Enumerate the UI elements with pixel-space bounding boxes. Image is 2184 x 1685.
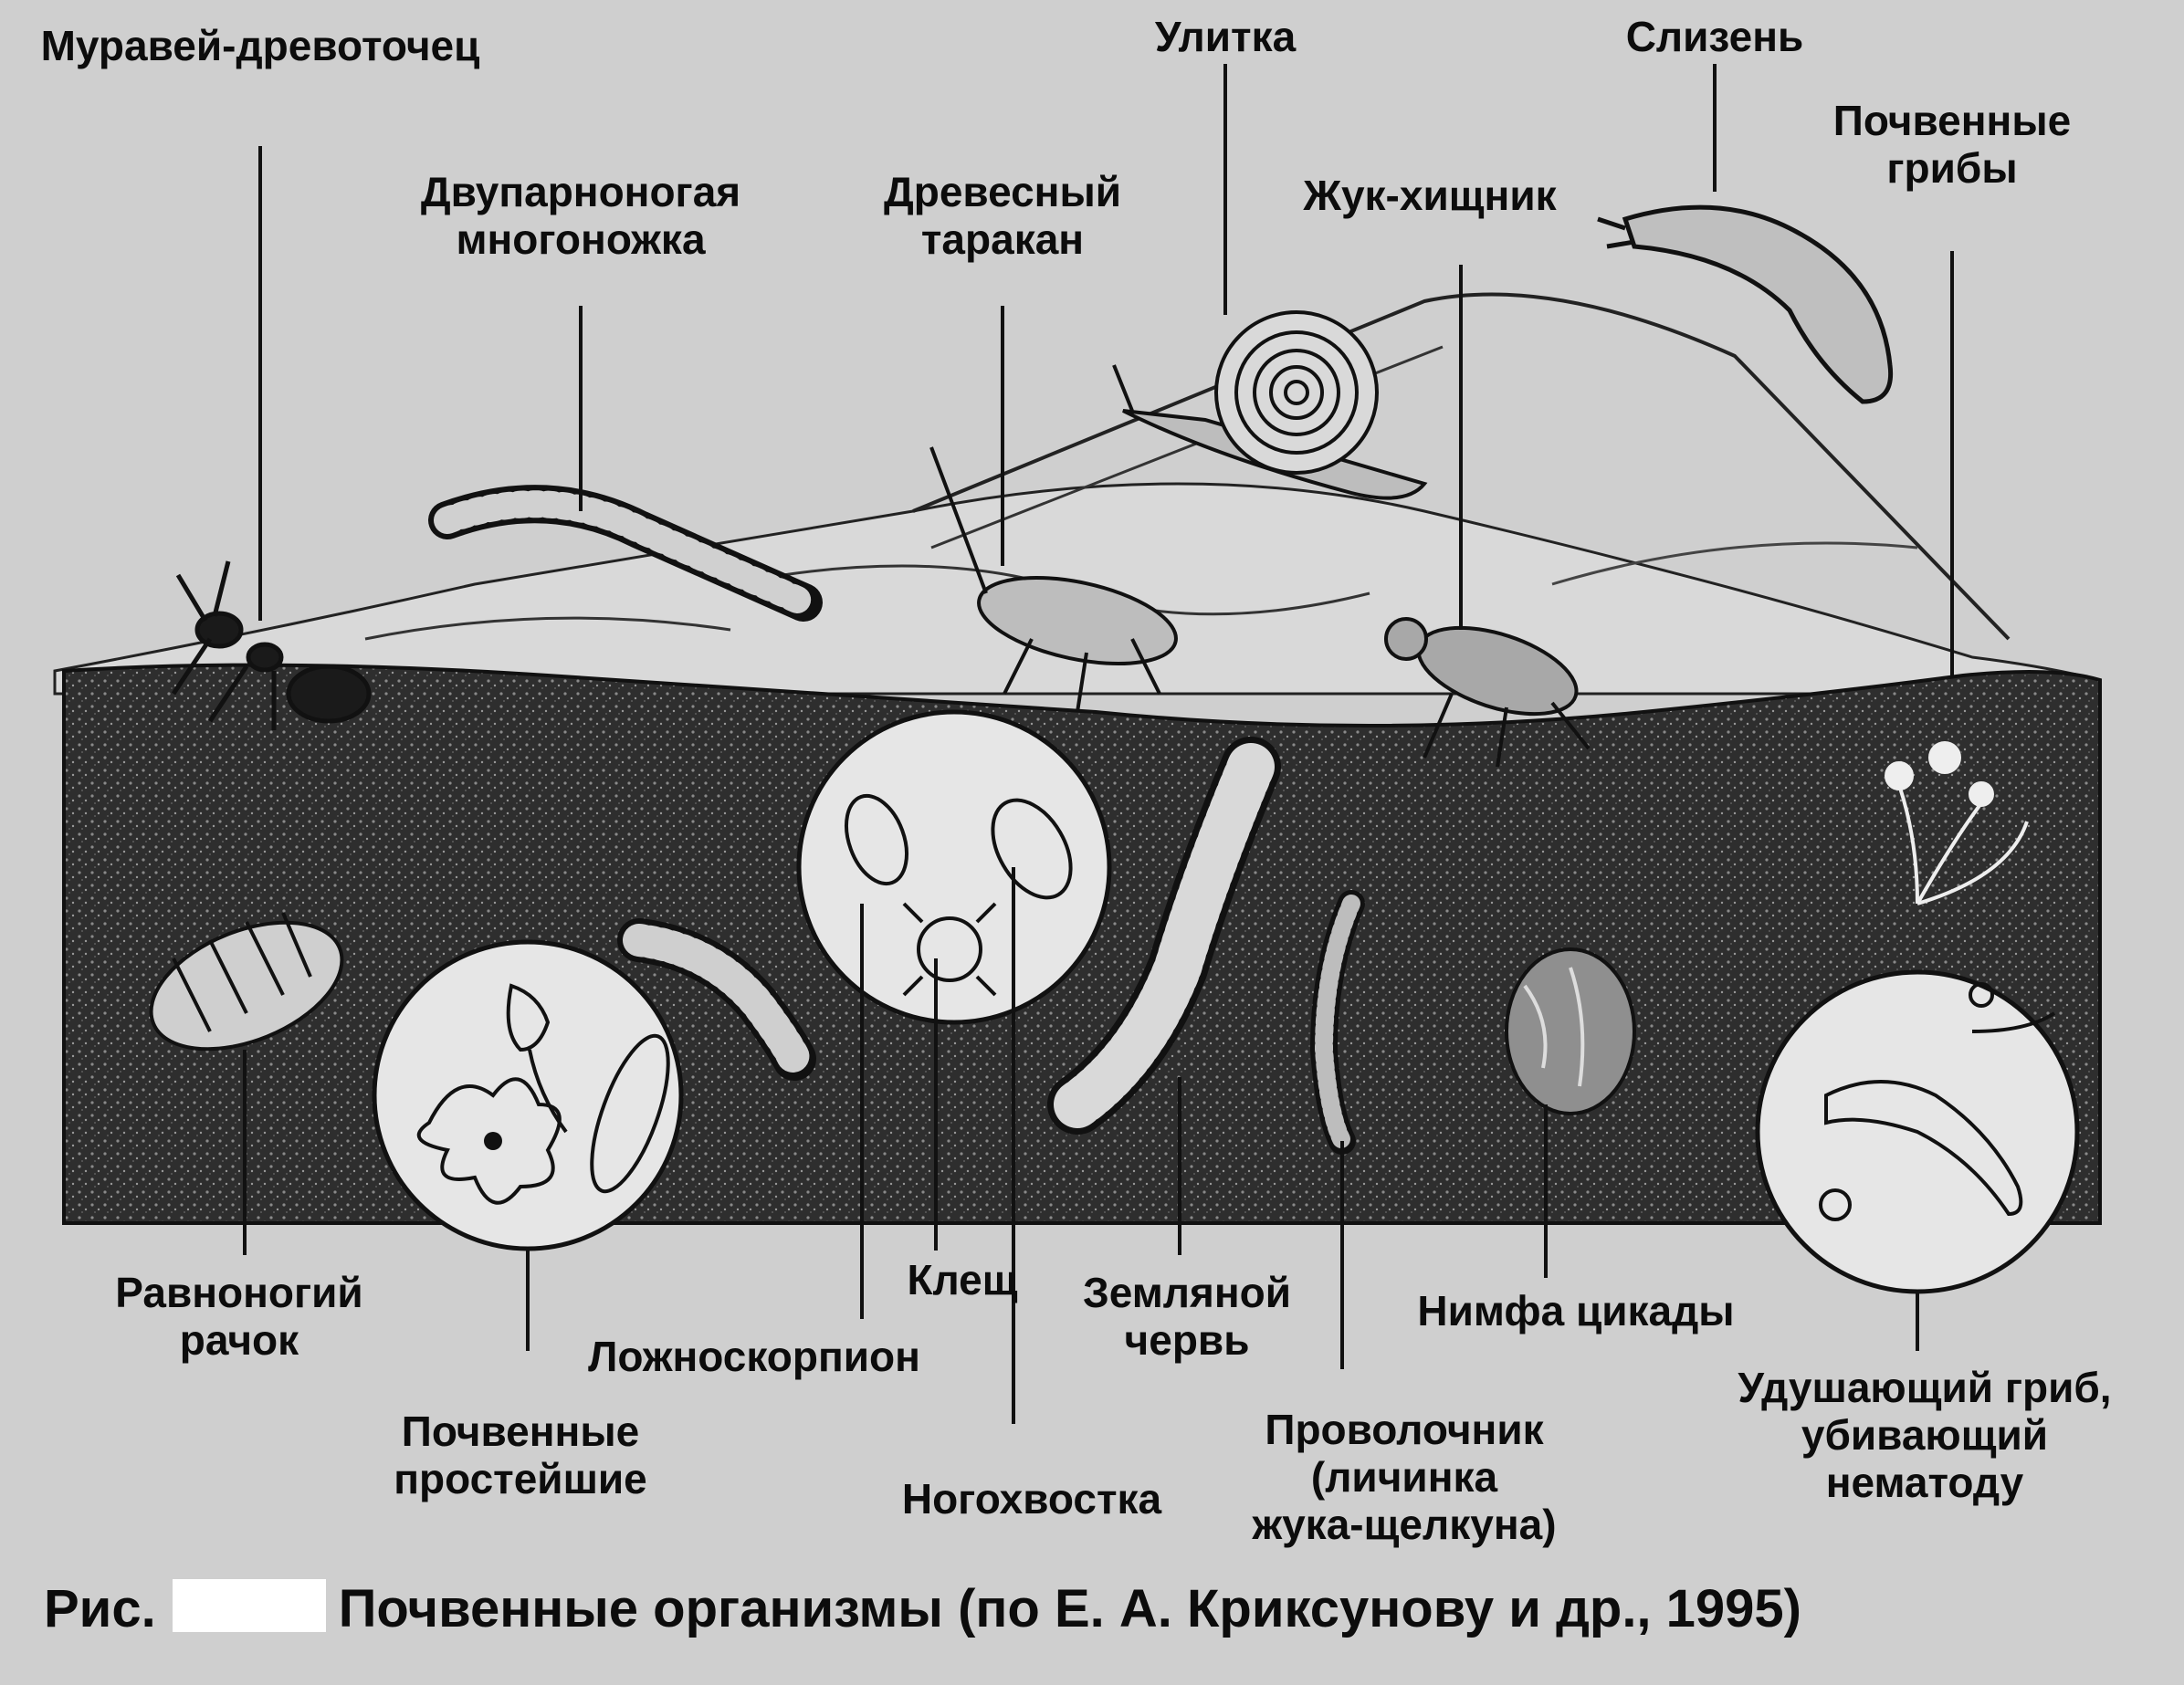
springtail-circle — [796, 709, 1112, 1025]
label-pseudoscorpion: Ложноскорпион — [588, 1333, 920, 1380]
wireworm-drawing — [1309, 890, 1365, 1155]
earthworm-drawing — [1047, 737, 1281, 1135]
soil-fungi-drawing — [1885, 741, 2029, 905]
label-snail: Улитка — [1154, 13, 1297, 60]
leader-lines — [243, 64, 1954, 1424]
figure-caption: Рис. Почвенные организмы (по Е. А. Криксу… — [44, 1579, 1801, 1639]
millipede-drawing — [428, 485, 823, 622]
soil-worm-drawing — [617, 918, 816, 1081]
label-slug: Слизень — [1625, 13, 1804, 60]
ant-drawing — [171, 560, 372, 730]
label-beetle: Жук-хищник — [1303, 172, 1557, 219]
label-cicada-nymph: Нимфа цикады — [1417, 1287, 1735, 1334]
cicada-nymph-drawing — [1505, 947, 1636, 1115]
strangling-fungus-circle — [1755, 969, 2080, 1294]
snail-drawing — [1112, 310, 1428, 500]
label-ant: Муравей-древоточец — [40, 22, 480, 69]
redaction-box — [172, 1579, 326, 1632]
isopod-drawing — [149, 912, 344, 1052]
label-springtail: Ногохвостка — [901, 1475, 1162, 1523]
caption-text: Почвенные организмы (по Е. А. Криксунову… — [338, 1579, 1801, 1638]
caption-prefix: Рис. — [44, 1579, 156, 1638]
label-mite: Клещ — [907, 1256, 1018, 1303]
beetle-drawing — [1384, 617, 1591, 768]
protozoa-circle — [372, 939, 684, 1251]
slug-drawing — [1597, 204, 1894, 404]
cockroach-drawing — [929, 446, 1178, 713]
